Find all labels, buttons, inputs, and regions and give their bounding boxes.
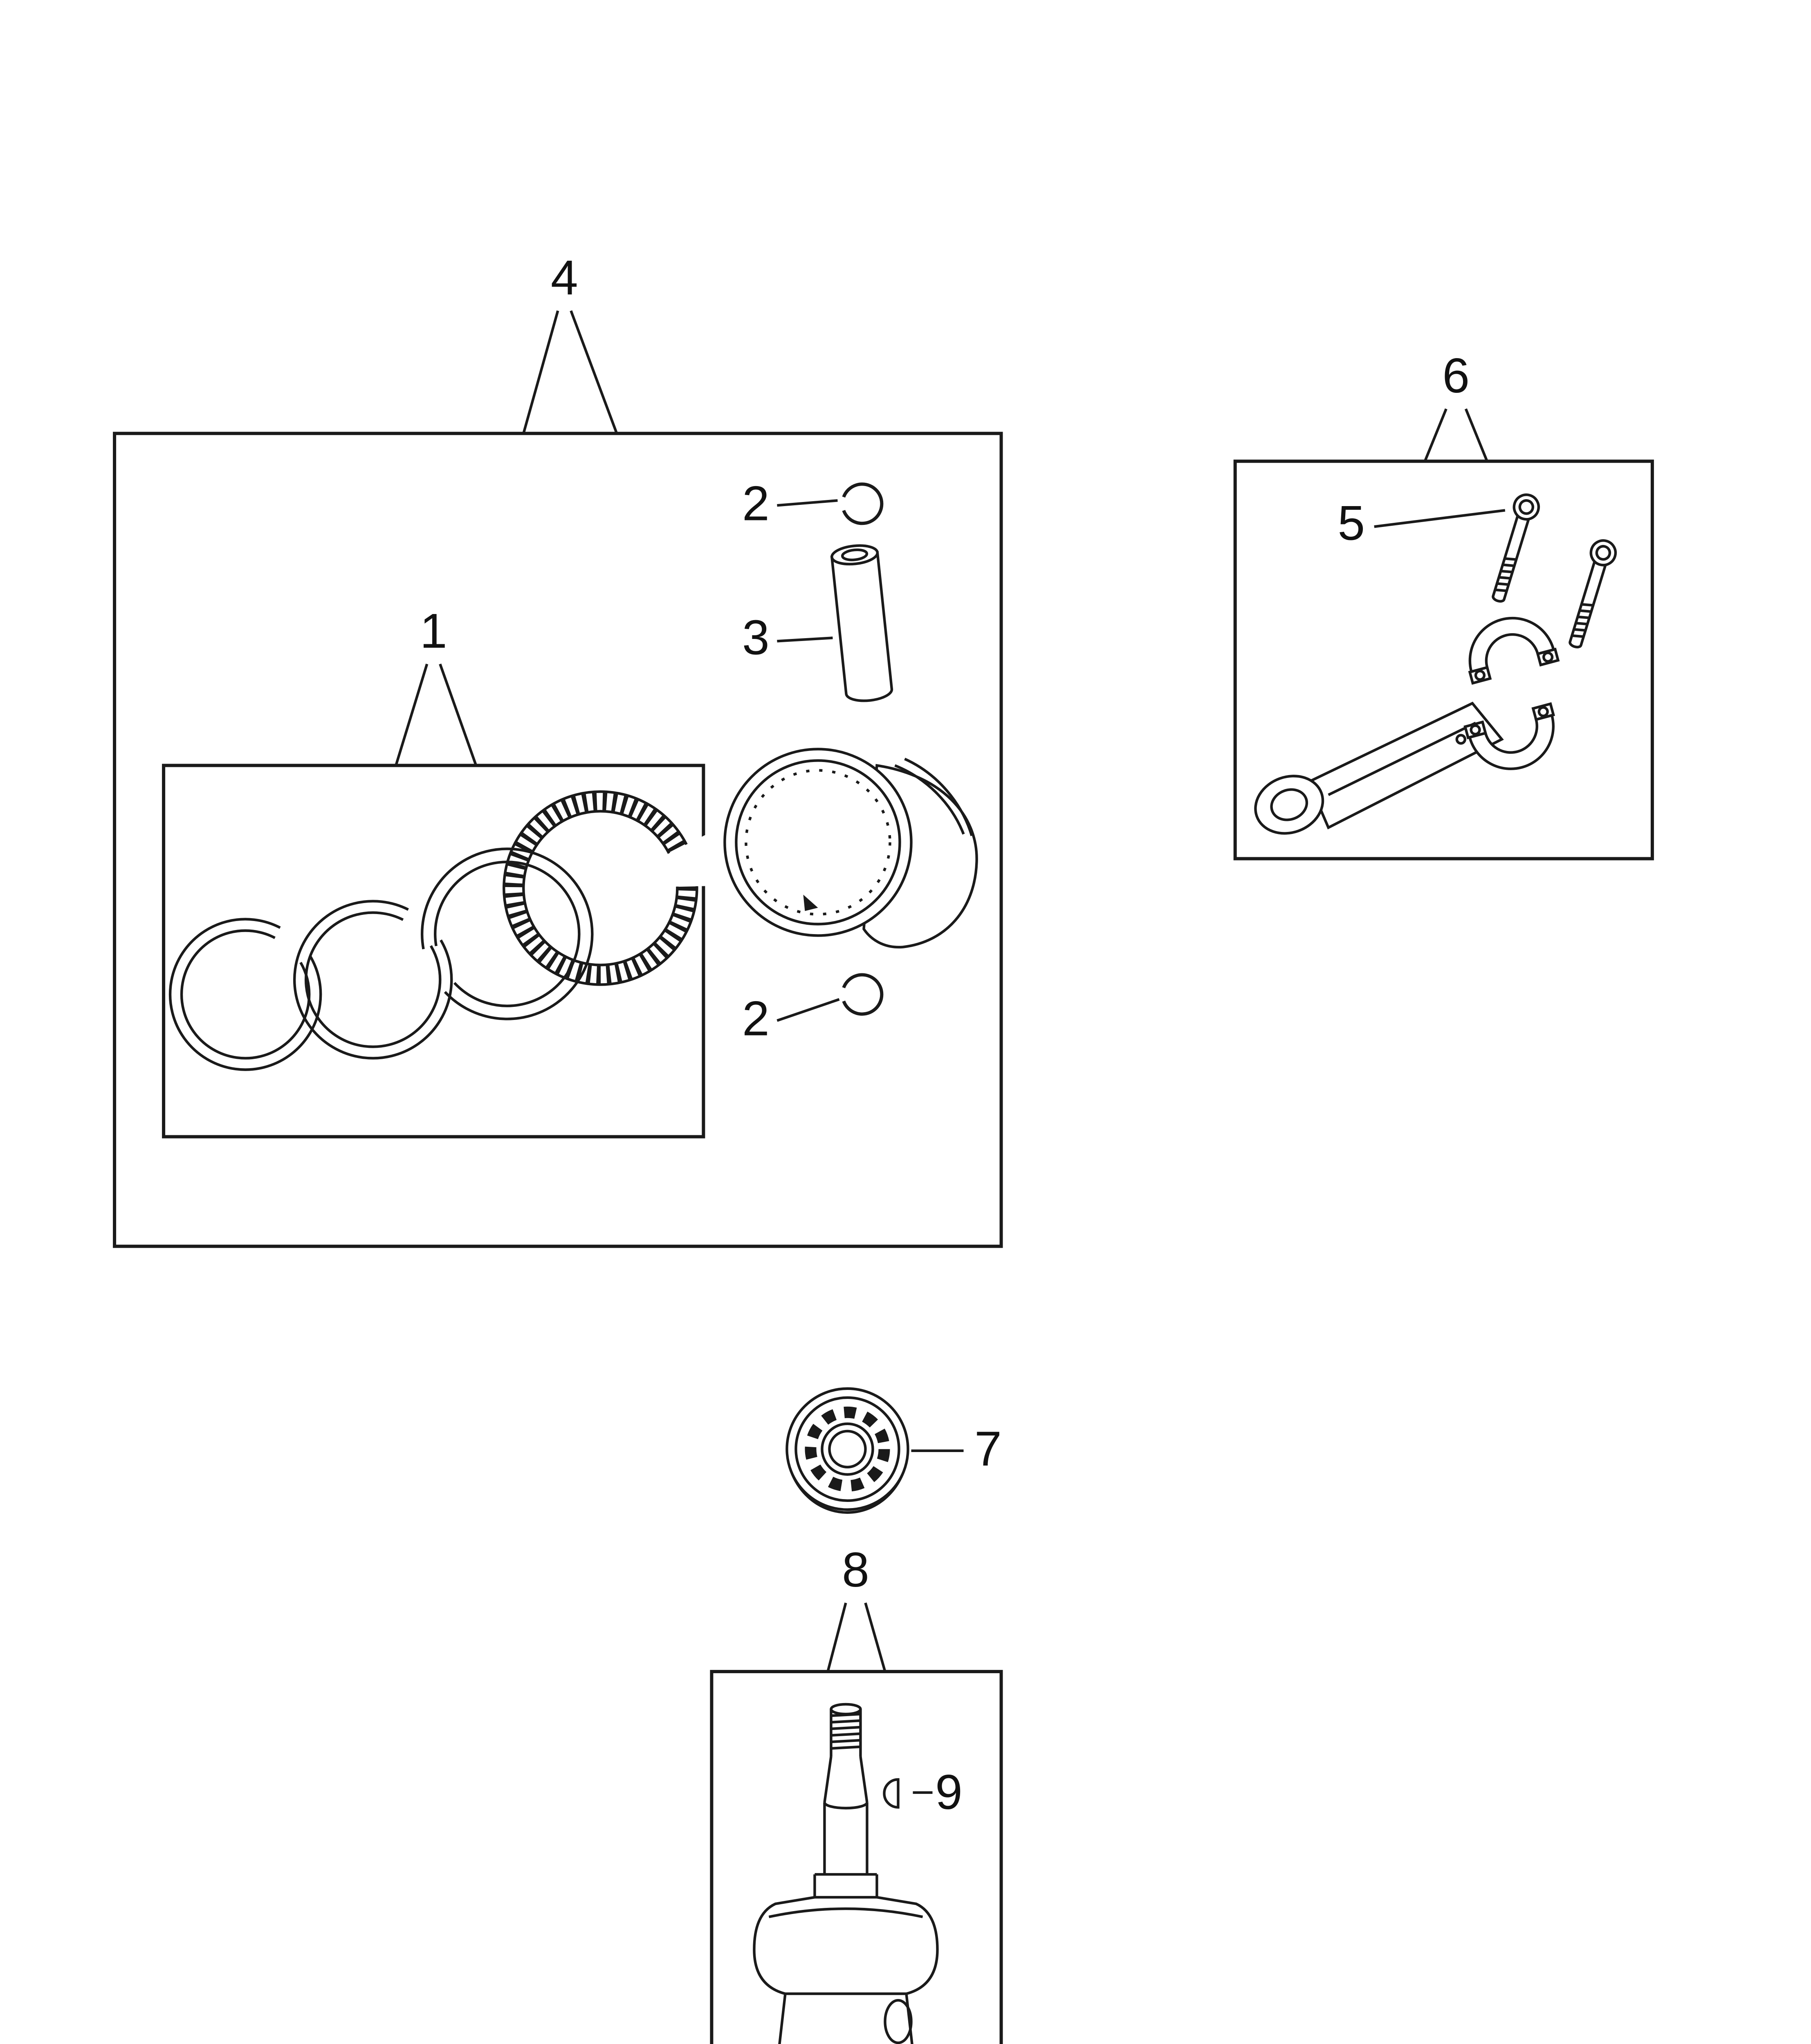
oil-ring-gap xyxy=(600,835,718,888)
piston-crown-mark xyxy=(803,894,818,911)
circlip-bottom-drawing: 2 xyxy=(742,973,884,1046)
piston-ring-1-drawing xyxy=(168,918,322,1071)
piston-ring-set-group: 1 xyxy=(162,603,718,1139)
callout-4-label: 4 xyxy=(551,250,578,305)
callout-8-leader xyxy=(826,1602,886,1672)
callout-3-label: 3 xyxy=(742,610,770,665)
rod-bolt-2-drawing xyxy=(1569,539,1617,649)
group-box-4 xyxy=(113,432,1003,1248)
connecting-rod-group: 6 5 xyxy=(1233,348,1654,861)
callout-6-label: 6 xyxy=(1442,348,1470,403)
callout-2-top-leader xyxy=(777,499,838,507)
piston-pin-drawing: 3 xyxy=(742,544,893,702)
callout-1-leader xyxy=(395,663,478,766)
connecting-rod-drawing xyxy=(1254,702,1555,835)
callout-2-bottom-leader xyxy=(776,998,840,1022)
rod-cap-drawing xyxy=(1468,616,1560,685)
circlip-top-drawing: 2 xyxy=(742,476,884,531)
callout-4-leader xyxy=(522,310,618,434)
crankshaft-group: 8 xyxy=(710,1542,1003,2044)
group-box-8 xyxy=(710,1670,1003,2044)
piston-ring-2-drawing xyxy=(293,900,453,1060)
ball-bearing-drawing: 7 xyxy=(785,1387,1002,1514)
callout-3-leader xyxy=(777,637,833,643)
callout-2-top-label: 2 xyxy=(742,476,770,531)
callout-5-label: 5 xyxy=(1337,495,1365,550)
group-box-6 xyxy=(1233,459,1654,861)
callout-9-label: 9 xyxy=(935,1765,963,1820)
crankshaft-drawing xyxy=(753,1703,939,2044)
callout-2-bottom-label: 2 xyxy=(742,991,770,1046)
group-box-1 xyxy=(162,764,705,1139)
oil-ring-drawing xyxy=(503,790,718,986)
piston-drawing xyxy=(723,748,978,949)
callout-5-leader xyxy=(1374,509,1506,528)
piston-ring-3-drawing xyxy=(421,847,594,1020)
callout-8-label: 8 xyxy=(842,1542,869,1597)
piston-assembly-group: 4 1 xyxy=(113,250,1003,1248)
woodruff-key-drawing: 9 xyxy=(883,1765,963,1820)
callout-7-label: 7 xyxy=(974,1421,1002,1476)
rod-bolt-1-drawing xyxy=(1492,493,1540,603)
callout-1-label: 1 xyxy=(420,603,447,658)
callout-6-leader xyxy=(1423,408,1488,462)
